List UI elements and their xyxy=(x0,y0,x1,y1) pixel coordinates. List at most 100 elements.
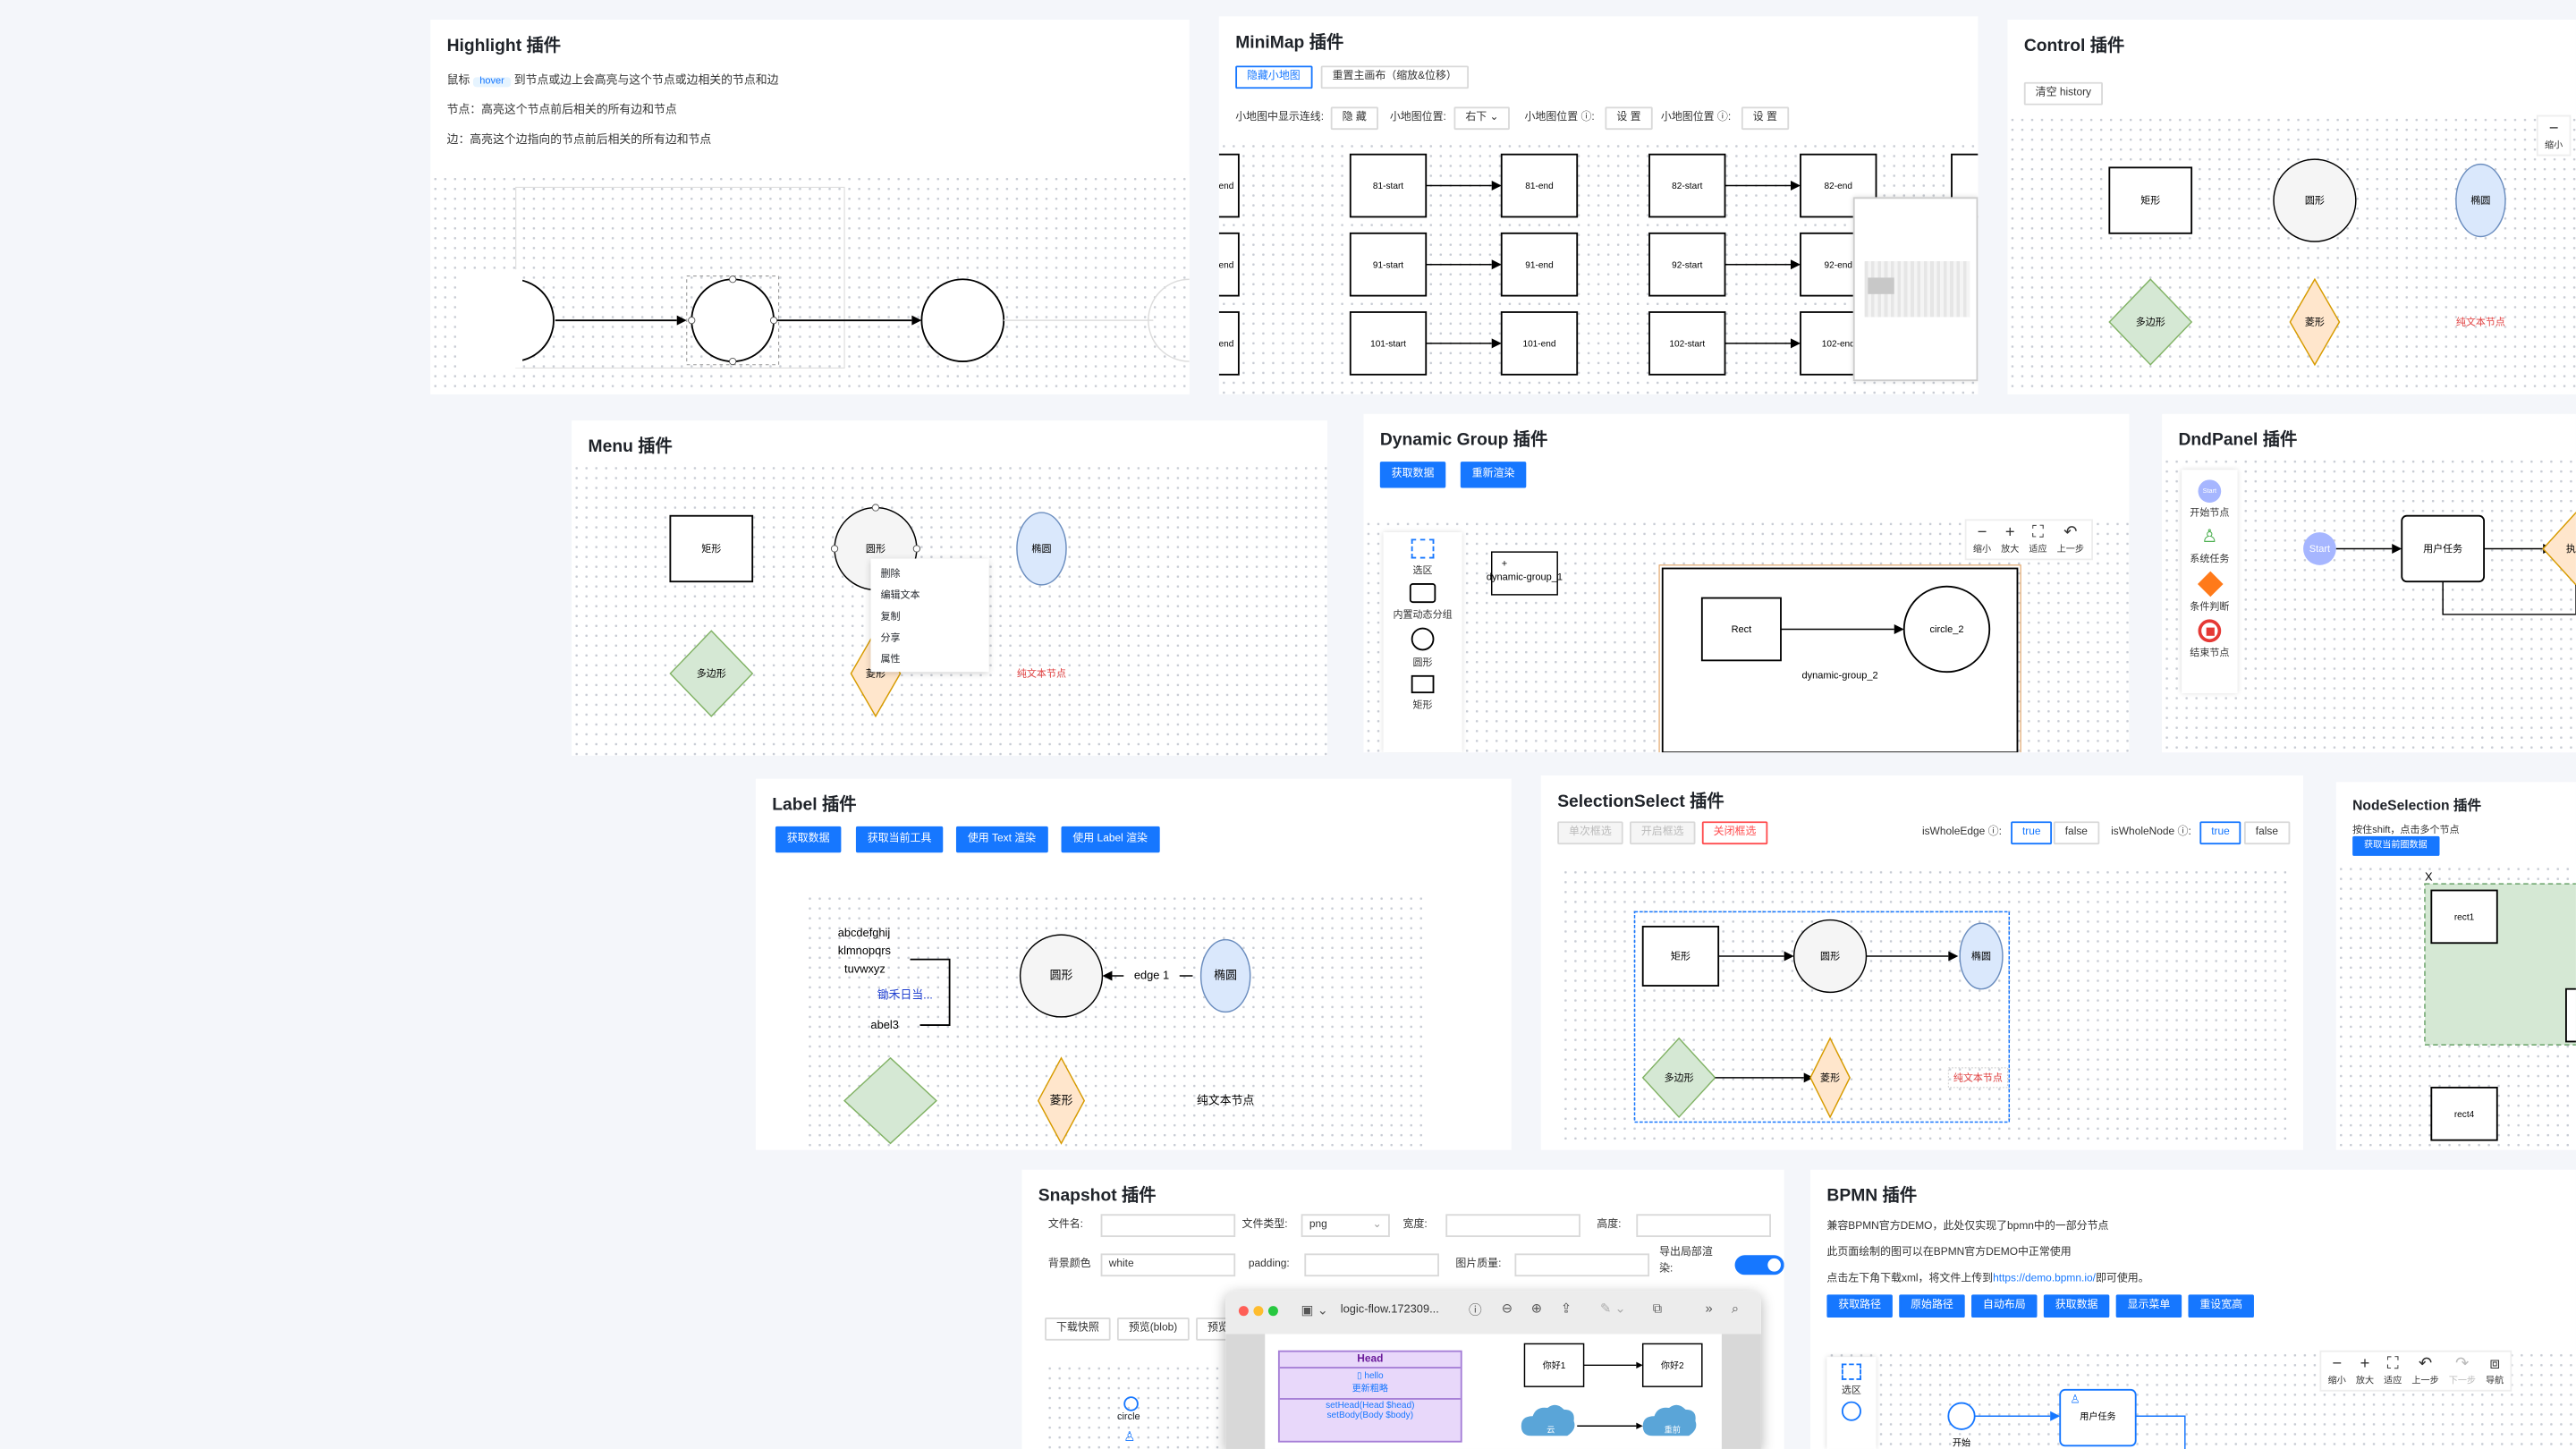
menu-item-properties[interactable]: 属性 xyxy=(880,655,901,665)
rect-node[interactable] xyxy=(2108,166,2193,234)
zoom-in-icon[interactable]: ⊕ xyxy=(1530,1301,1543,1317)
anchor-top[interactable] xyxy=(871,504,880,512)
rotate-icon[interactable]: ⧉ xyxy=(1652,1301,1663,1317)
fit-control[interactable]: ⛶适应 xyxy=(2029,524,2046,555)
minimap-node[interactable] xyxy=(1648,153,1726,218)
anchor-left[interactable] xyxy=(688,317,696,325)
edge-label[interactable]: edge 1 xyxy=(1134,969,1169,982)
start-node-icon[interactable]: Start xyxy=(2198,479,2222,504)
bpmn-get-data-button[interactable]: 获取数据 xyxy=(2043,1294,2110,1318)
polygon-node[interactable] xyxy=(2108,278,2193,366)
minimap-node[interactable] xyxy=(1500,232,1579,297)
ellipse-node[interactable] xyxy=(1959,922,2004,990)
selection-box[interactable] xyxy=(1633,911,2011,1123)
group-icon[interactable] xyxy=(1409,583,1436,604)
cloud-node-2[interactable] xyxy=(1642,1404,1697,1436)
text-node[interactable]: 纯文本节点 xyxy=(1953,1072,2003,1084)
text-node[interactable]: 纯文本节点 xyxy=(1017,667,1066,680)
bpmn-demo-link[interactable]: https://demo.bpmn.io/ xyxy=(1993,1273,2096,1285)
polygon-node[interactable] xyxy=(843,1056,937,1145)
menu-item-delete[interactable]: 删除 xyxy=(880,570,901,580)
ellipse-node[interactable] xyxy=(1016,512,1067,586)
get-current-tool-button[interactable]: 获取当前工具 xyxy=(855,826,944,853)
minimap-node[interactable] xyxy=(1349,311,1428,376)
quality-input[interactable] xyxy=(1514,1253,1650,1277)
origin-path-button[interactable]: 原始路径 xyxy=(1899,1294,1965,1318)
circle-node-2[interactable] xyxy=(691,278,775,362)
navigate-control[interactable]: ⧈导航 xyxy=(2486,1355,2504,1386)
auto-layout-button[interactable]: 自动布局 xyxy=(1971,1294,2038,1318)
menu-item-edit-text[interactable]: 编辑文本 xyxy=(880,591,920,602)
info-icon[interactable]: ⓘ xyxy=(1469,1302,1482,1318)
zoom-out-control[interactable]: −缩小 xyxy=(2328,1355,2346,1386)
ellipse-node[interactable] xyxy=(2455,163,2506,238)
highlight-canvas[interactable] xyxy=(430,174,1190,394)
clear-history-button[interactable]: 清空 history xyxy=(2023,81,2103,106)
set-button-1[interactable]: 设 置 xyxy=(1605,106,1653,131)
reset-size-button[interactable]: 重设宽高 xyxy=(2188,1294,2254,1318)
user-task[interactable] xyxy=(2059,1388,2137,1447)
download-snapshot-button[interactable]: 下载快照 xyxy=(1045,1318,1111,1341)
menu-item-copy[interactable]: 复制 xyxy=(880,613,901,623)
sidebar-icon[interactable]: ▣ ⌄ xyxy=(1301,1302,1328,1318)
show-edge-toggle[interactable]: 隐 藏 xyxy=(1330,106,1378,131)
system-task-icon[interactable]: ♙ xyxy=(2201,527,2218,547)
menu-canvas[interactable]: 矩形 圆形 椭圆 多边形 菱形 纯文本节点 删除 编辑文本 复制 分享 属性 xyxy=(572,462,1328,756)
text-node[interactable]: 纯文本节点 xyxy=(1197,1093,1254,1106)
minimap-viewport[interactable] xyxy=(1868,277,1894,294)
snapshot-canvas[interactable]: circle ♙ xyxy=(1045,1363,1242,1449)
minimap-node[interactable] xyxy=(1218,153,1240,218)
undo-control[interactable]: ↶上一步 xyxy=(2057,524,2084,555)
minimap-node[interactable] xyxy=(1648,232,1726,297)
edge-loop[interactable] xyxy=(2442,581,2576,615)
start-node[interactable] xyxy=(2303,532,2336,565)
set-button-2[interactable]: 设 置 xyxy=(1741,106,1789,131)
anchor-bottom[interactable] xyxy=(729,357,737,366)
whole-node-false[interactable]: false xyxy=(2243,821,2290,845)
start-event[interactable] xyxy=(1947,1402,1976,1430)
menu-item-share[interactable]: 分享 xyxy=(880,633,901,644)
circle-node[interactable] xyxy=(2273,158,2357,242)
minimap-node[interactable] xyxy=(1218,311,1240,376)
end-node-icon[interactable] xyxy=(2198,619,2222,643)
exec-node[interactable] xyxy=(2542,511,2576,586)
height-input[interactable] xyxy=(1636,1214,1771,1238)
markup-icon[interactable]: ✎ ⌄ xyxy=(1599,1301,1626,1317)
rect-node[interactable] xyxy=(1700,597,1782,662)
undo-control[interactable]: ↶上一步 xyxy=(2411,1355,2438,1386)
zoom-in-control[interactable]: +放大 xyxy=(2356,1355,2374,1386)
preview-blob-button[interactable]: 预览(blob) xyxy=(1116,1318,1190,1341)
rect-icon[interactable] xyxy=(1411,674,1435,694)
minimap-overlay[interactable] xyxy=(1852,197,1979,382)
minimize-window-button[interactable] xyxy=(1253,1306,1264,1317)
blue-label[interactable]: 锄禾日当... xyxy=(877,988,933,1002)
bpmn-edge-2[interactable] xyxy=(2135,1415,2186,1449)
circle-node-3[interactable] xyxy=(920,278,1005,362)
diamond-node[interactable] xyxy=(1809,1037,1851,1119)
dyngroup-canvas[interactable]: 选区 内置动态分组 圆形 矩形 −缩小 +放大 ⛶适应 ↶上一步 + dynam… xyxy=(1363,519,2130,753)
redo-control[interactable]: ↷下一步 xyxy=(2449,1355,2476,1386)
rect-node-partial[interactable] xyxy=(2565,987,2576,1043)
export-partial-switch[interactable] xyxy=(1734,1255,1784,1275)
diamond-node[interactable] xyxy=(2289,277,2341,367)
select-region-icon[interactable] xyxy=(1841,1363,1861,1380)
label-canvas[interactable]: abcdefghij klmnopqrs tuvwxyz 锄禾日当... abe… xyxy=(804,894,1429,1150)
open-select-button[interactable]: 开启框选 xyxy=(1630,821,1696,845)
head-node[interactable]: Head ▯ hello 更新粗略 setHead(Head $head) se… xyxy=(1277,1350,1462,1443)
role2-node[interactable] xyxy=(1641,1343,1703,1387)
rect1-node[interactable] xyxy=(2430,889,2498,945)
ellipse-node[interactable] xyxy=(1199,938,1251,1013)
minimap-node[interactable] xyxy=(1218,232,1240,297)
position-select[interactable]: 右下 ⌄ xyxy=(1453,106,1510,131)
use-label-render-button[interactable]: 使用 Label 渲染 xyxy=(1061,826,1159,853)
whole-node-true[interactable]: true xyxy=(2199,821,2241,845)
zoom-out-icon[interactable]: ⊖ xyxy=(1501,1301,1513,1317)
close-window-button[interactable] xyxy=(1238,1306,1249,1317)
circle-shape-icon[interactable] xyxy=(1123,1396,1139,1411)
show-menu-button[interactable]: 显示菜单 xyxy=(2115,1294,2182,1318)
circle-node[interactable] xyxy=(1902,585,1991,674)
reset-canvas-button[interactable]: 重置主画布（缩放&位移） xyxy=(1320,65,1469,89)
bpmn-canvas[interactable]: 选区 −缩小 +放大 ⛶适应 ↶上一步 ↷下一步 ⧈导航 开始 ♙ 用户任务 xyxy=(1826,1350,2576,1449)
selection-canvas[interactable]: 矩形 圆形 椭圆 多边形 菱形 纯文本节点 xyxy=(1560,867,2291,1140)
